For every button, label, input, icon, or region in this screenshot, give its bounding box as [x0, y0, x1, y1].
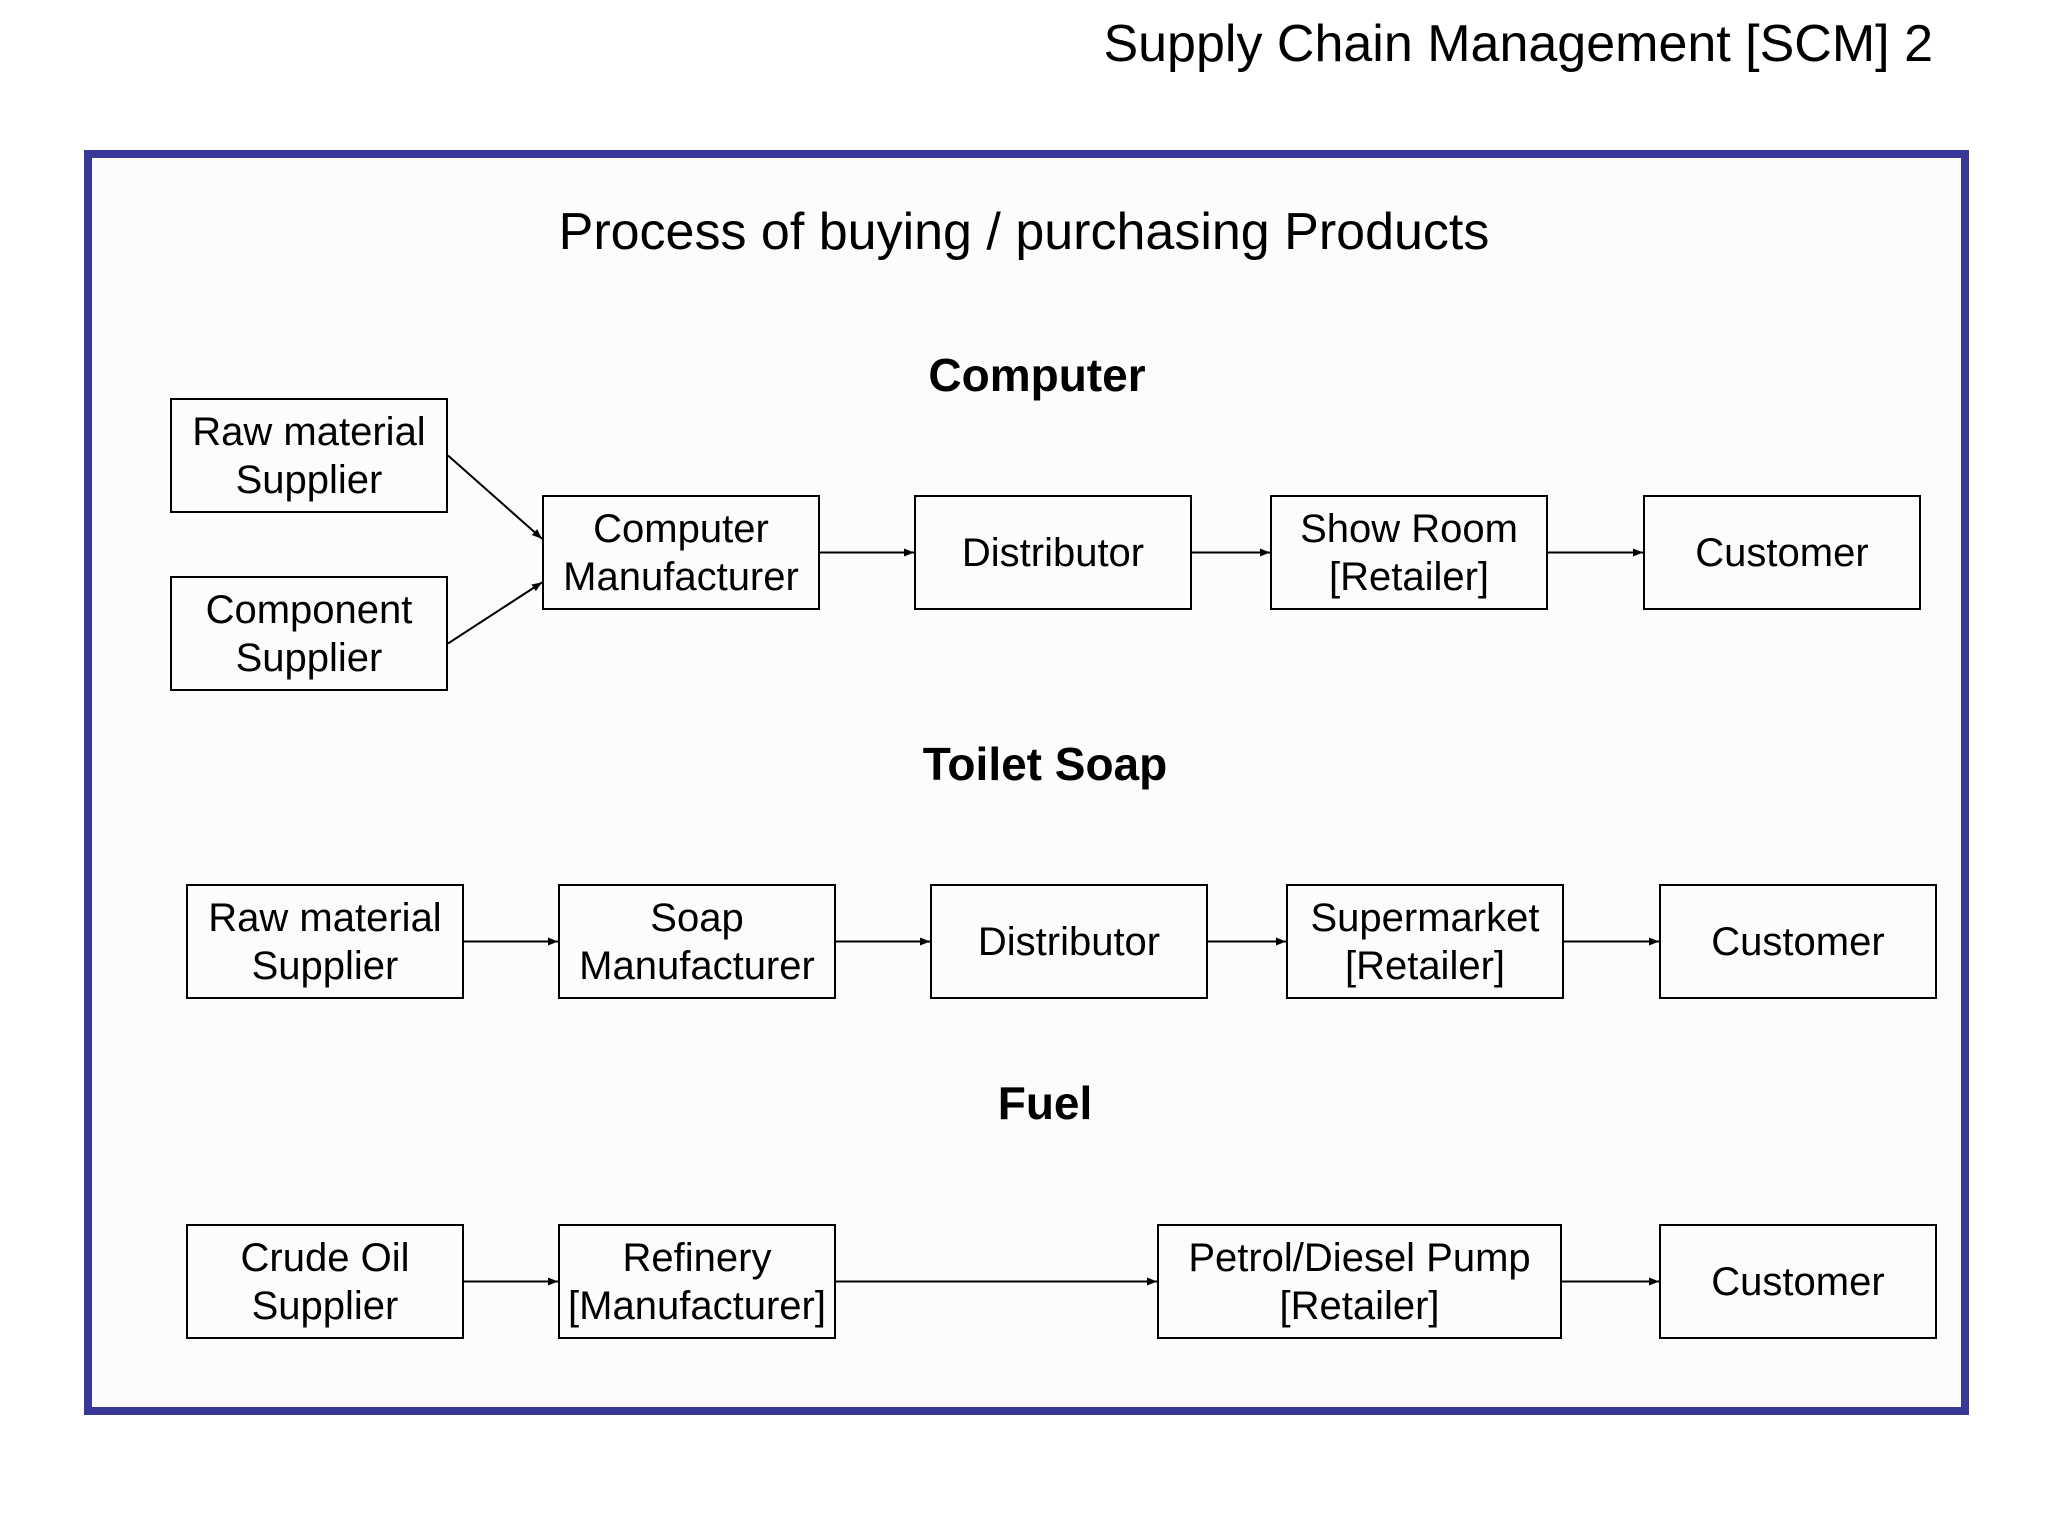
- page-title: Supply Chain Management [SCM] 2: [1103, 15, 1933, 73]
- node-customer: Customer: [1659, 884, 1937, 999]
- flow-arrow-c-component-to-c-manufacturer: [447, 581, 543, 645]
- node-petrol-diesel-pump-retailer: Petrol/Diesel Pump [Retailer]: [1157, 1224, 1562, 1339]
- node-distributor: Distributor: [914, 495, 1192, 610]
- diagram-title: Process of buying / purchasing Products: [558, 203, 1490, 261]
- node-customer: Customer: [1659, 1224, 1937, 1339]
- node-crude-oil-supplier: Crude Oil Supplier: [186, 1224, 464, 1339]
- diagram-frame: [84, 150, 1969, 1415]
- section-title-fuel: Fuel: [997, 1077, 1093, 1129]
- section-title-computer: Computer: [928, 349, 1146, 401]
- flow-arrow-c-raw-material-to-c-manufacturer: [447, 454, 543, 540]
- node-customer: Customer: [1643, 495, 1921, 610]
- node-distributor: Distributor: [930, 884, 1208, 999]
- node-supermarket-retailer: Supermarket [Retailer]: [1286, 884, 1564, 999]
- node-raw-material-supplier: Raw material Supplier: [170, 398, 448, 513]
- node-raw-material-supplier: Raw material Supplier: [186, 884, 464, 999]
- node-refinery-manufacturer: Refinery [Manufacturer]: [558, 1224, 836, 1339]
- node-show-room-retailer: Show Room [Retailer]: [1270, 495, 1548, 610]
- section-title-toilet-soap: Toilet Soap: [922, 738, 1168, 790]
- node-component-supplier: Component Supplier: [170, 576, 448, 691]
- node-soap-manufacturer: Soap Manufacturer: [558, 884, 836, 999]
- node-computer-manufacturer: Computer Manufacturer: [542, 495, 820, 610]
